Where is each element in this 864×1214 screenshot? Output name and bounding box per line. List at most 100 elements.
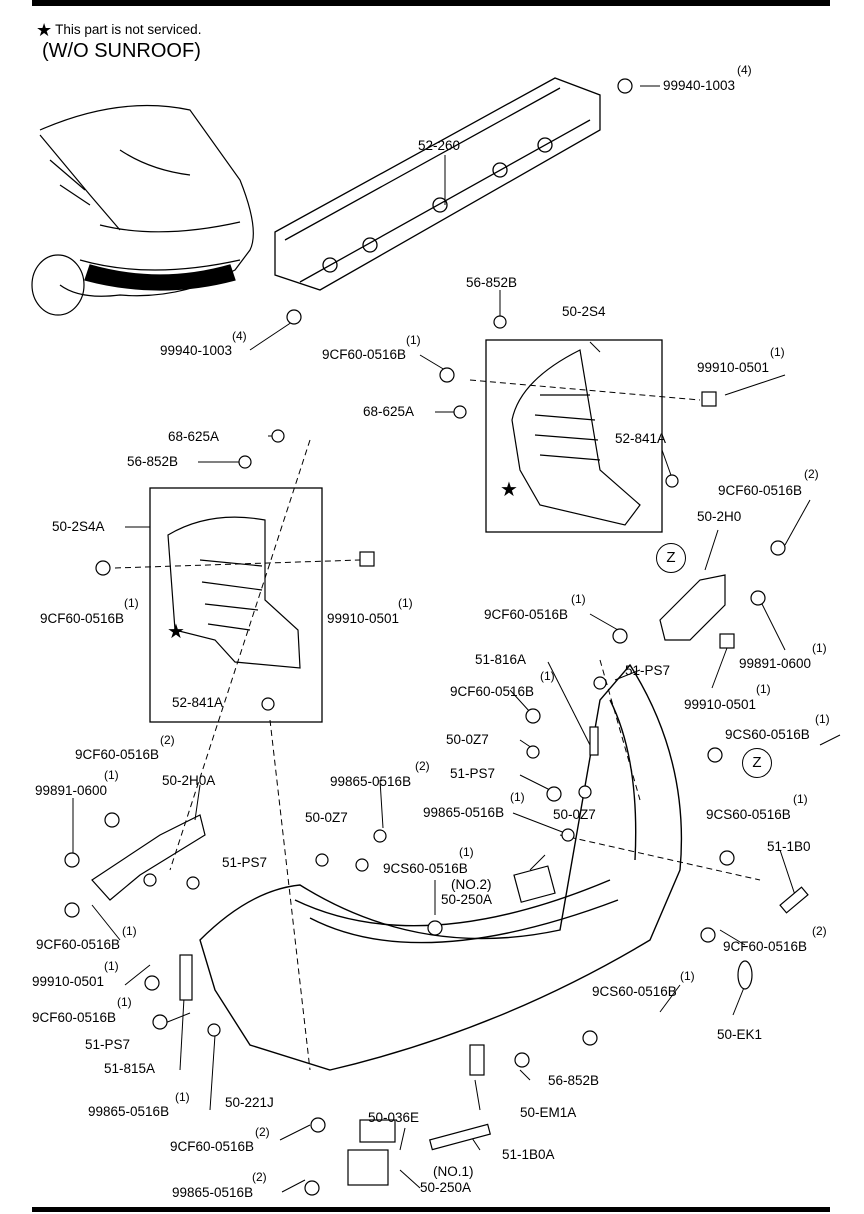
part-label: 9CF60-0516B <box>718 483 803 498</box>
part-qty: (1) <box>104 768 119 782</box>
star-mark-right: ★ <box>500 479 518 501</box>
part-label: 56-852B <box>548 1073 600 1088</box>
part-label: 99865-0516B <box>88 1104 170 1119</box>
part-label: 99865-0516B <box>423 805 505 820</box>
part-label: 50-250A <box>441 892 493 907</box>
part-label: 9CF60-0516B <box>32 1010 117 1025</box>
part-label: 52-841A <box>615 431 667 446</box>
part-label: 51-1B0A <box>502 1147 555 1162</box>
part-label: 52-260 <box>418 138 461 153</box>
part-label: 9CF60-0516B <box>36 937 121 952</box>
part-label: 50-EM1A <box>520 1105 577 1120</box>
part-label: 51-PS7 <box>222 855 268 870</box>
part-label: 50-0Z7 <box>553 807 596 822</box>
part-label: 9CS60-0516B <box>725 727 810 742</box>
part-label: (NO.2) <box>451 877 492 892</box>
part-label: 68-625A <box>168 429 220 444</box>
part-qty: (1) <box>815 712 830 726</box>
bottom-border <box>32 1207 830 1212</box>
part-label: 9CF60-0516B <box>484 607 569 622</box>
not-serviced-note: ★This part is not serviced. <box>36 20 201 41</box>
detail-box-right <box>485 339 663 533</box>
part-label: 51-PS7 <box>85 1037 131 1052</box>
part-qty: (1) <box>398 596 413 610</box>
part-label: 50-221J <box>225 1095 274 1110</box>
star-mark-left: ★ <box>167 621 185 643</box>
part-qty: (2) <box>255 1125 270 1139</box>
part-label: 51-815A <box>104 1061 156 1076</box>
note-text: This part is not serviced. <box>55 22 202 37</box>
part-label: 50-2H0 <box>697 509 742 524</box>
part-label: 99891-0600 <box>35 783 108 798</box>
bracket-right <box>659 574 726 641</box>
part-label: 99865-0516B <box>172 1185 254 1200</box>
vehicle-rear-sketch <box>31 104 254 316</box>
part-label: 50-036E <box>368 1110 420 1125</box>
part-qty: (1) <box>756 682 771 696</box>
part-qty: (1) <box>571 592 586 606</box>
part-label: 99910-0501 <box>697 360 770 375</box>
part-qty: (1) <box>117 995 132 1009</box>
part-qty: (2) <box>415 759 430 773</box>
part-qty: (1) <box>124 596 139 610</box>
part-label: 9CS60-0516B <box>592 984 677 999</box>
part-label: 9CS60-0516B <box>383 861 468 876</box>
part-label: 50-0Z7 <box>446 732 489 747</box>
variant-title: (W/O SUNROOF) <box>42 40 201 62</box>
part-qty: (2) <box>160 733 175 747</box>
part-label: 99865-0516B <box>330 774 412 789</box>
part-label: 9CF60-0516B <box>40 611 125 626</box>
top-border <box>32 0 830 6</box>
zone-marker-z-upper: Z <box>656 543 686 573</box>
part-qty: (1) <box>510 790 525 804</box>
part-label: 50-EK1 <box>717 1027 763 1042</box>
part-label: 9CF60-0516B <box>170 1139 255 1154</box>
leader-dashes <box>114 379 761 1071</box>
part-label: 51-1B0 <box>767 839 811 854</box>
part-qty: (2) <box>812 924 827 938</box>
part-label: 99940-1003 <box>160 343 233 358</box>
part-label: 99910-0501 <box>32 974 105 989</box>
part-label: 9CF60-0516B <box>450 684 535 699</box>
part-label: 50-2H0A <box>162 773 216 788</box>
part-qty: (1) <box>406 333 421 347</box>
part-label: 51-PS7 <box>450 766 496 781</box>
part-qty: (1) <box>793 792 808 806</box>
part-qty: (1) <box>812 641 827 655</box>
part-label: 52-841A <box>172 695 224 710</box>
part-qty: (1) <box>540 669 555 683</box>
part-qty: (1) <box>459 845 474 859</box>
zone-marker-z-lower: Z <box>742 748 772 778</box>
part-label: 56-852B <box>127 454 179 469</box>
part-label: 50-2S4A <box>52 519 105 534</box>
part-qty: (1) <box>770 345 785 359</box>
part-label: (NO.1) <box>433 1164 474 1179</box>
part-label: 51-PS7 <box>625 663 671 678</box>
part-label: 50-2S4 <box>562 304 606 319</box>
part-label: 50-250A <box>420 1180 472 1195</box>
mudguard-right <box>511 349 641 526</box>
part-label: 9CF60-0516B <box>723 939 808 954</box>
part-label: 9CS60-0516B <box>706 807 791 822</box>
part-qty: (1) <box>104 959 119 973</box>
reinforcement-beam <box>274 77 601 291</box>
part-qty: (1) <box>175 1090 190 1104</box>
part-qty: (2) <box>804 467 819 481</box>
detail-box-left <box>149 487 323 723</box>
part-qty: (2) <box>252 1170 267 1184</box>
part-qty: (1) <box>680 969 695 983</box>
part-label: 99940-1003 <box>663 78 736 93</box>
part-label: 99910-0501 <box>684 697 757 712</box>
part-label: 99891-0600 <box>739 656 812 671</box>
part-label: 51-816A <box>475 652 527 667</box>
part-label: 99910-0501 <box>327 611 400 626</box>
part-qty: (4) <box>232 329 247 343</box>
part-label: 68-625A <box>363 404 415 419</box>
part-label: 50-0Z7 <box>305 810 348 825</box>
part-label: 9CF60-0516B <box>322 347 407 362</box>
mudguard-left <box>167 516 301 669</box>
part-qty: (1) <box>122 924 137 938</box>
part-label: 9CF60-0516B <box>75 747 160 762</box>
part-label: 56-852B <box>466 275 518 290</box>
bracket-left <box>91 814 206 901</box>
